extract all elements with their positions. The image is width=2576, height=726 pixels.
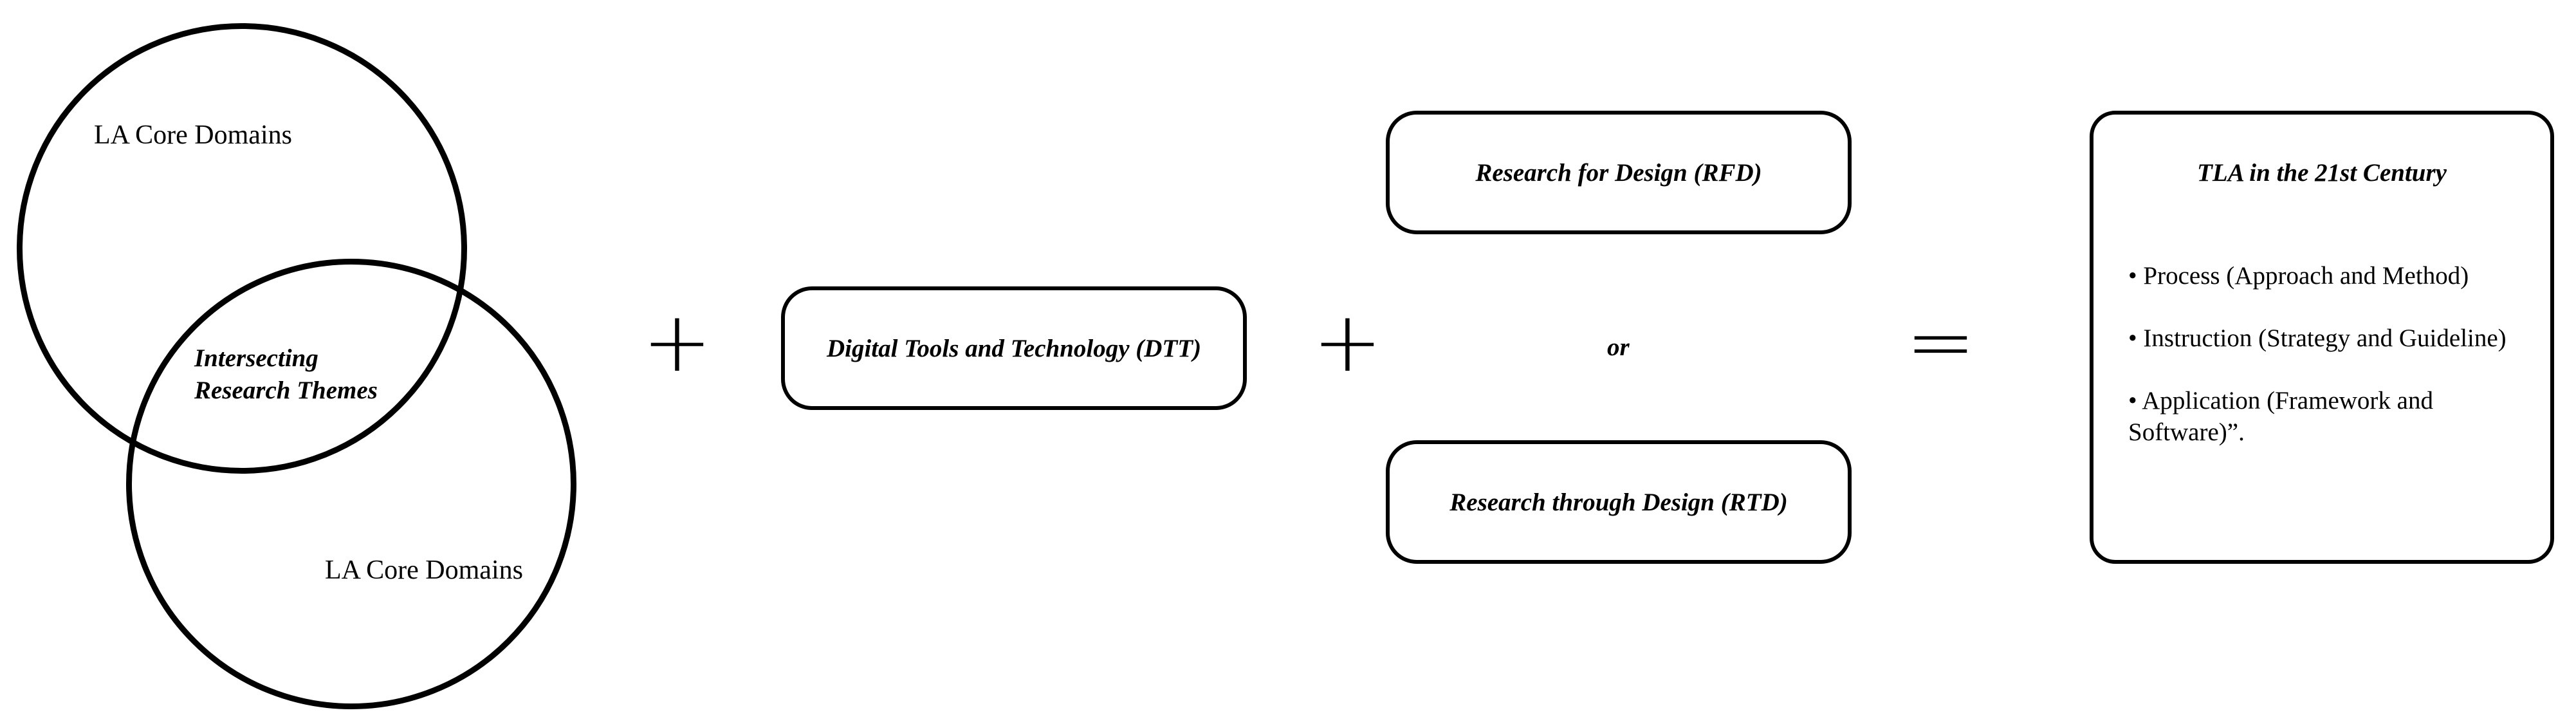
dtt-label: Digital Tools and Technology (DTT) (826, 334, 1202, 362)
plus-operator-2: + (1312, 293, 1383, 391)
rtd-label: Research through Design (RTD) (1449, 488, 1788, 516)
tla-item-application: • Application (Framework and Software)”. (2128, 387, 2433, 446)
tla-item-instruction: • Instruction (Strategy and Guideline) (2128, 324, 2507, 352)
tla-outcomes-list: • Process (Approach and Method) • Instru… (2128, 260, 2540, 479)
research-through-design-box: Research through Design (RTD) (1386, 440, 1852, 564)
research-for-design-box: Research for Design (RFD) (1386, 111, 1852, 234)
tla-item-process: • Process (Approach and Method) (2128, 262, 2469, 290)
intersecting-research-themes-label: Intersecting Research Themes (194, 342, 413, 407)
equals-operator: = (1906, 293, 1976, 391)
digital-tools-technology-box: Digital Tools and Technology (DTT) (781, 286, 1247, 410)
la-core-domains-circle-bottom (126, 259, 576, 709)
rfd-label: Research for Design (RFD) (1475, 158, 1762, 187)
plus-operator-1: + (642, 293, 712, 391)
la-core-domains-label-top: LA Core Domains (94, 120, 292, 150)
or-label: or (1607, 333, 1630, 361)
tla-title: TLA in the 21st Century (2197, 159, 2447, 187)
intersection-line-2: Research Themes (194, 377, 378, 404)
intersection-line-1: Intersecting (194, 344, 318, 372)
tla-21st-century-box: TLA in the 21st Century • Process (Appro… (2090, 111, 2554, 564)
la-core-domains-label-bottom: LA Core Domains (325, 555, 523, 585)
